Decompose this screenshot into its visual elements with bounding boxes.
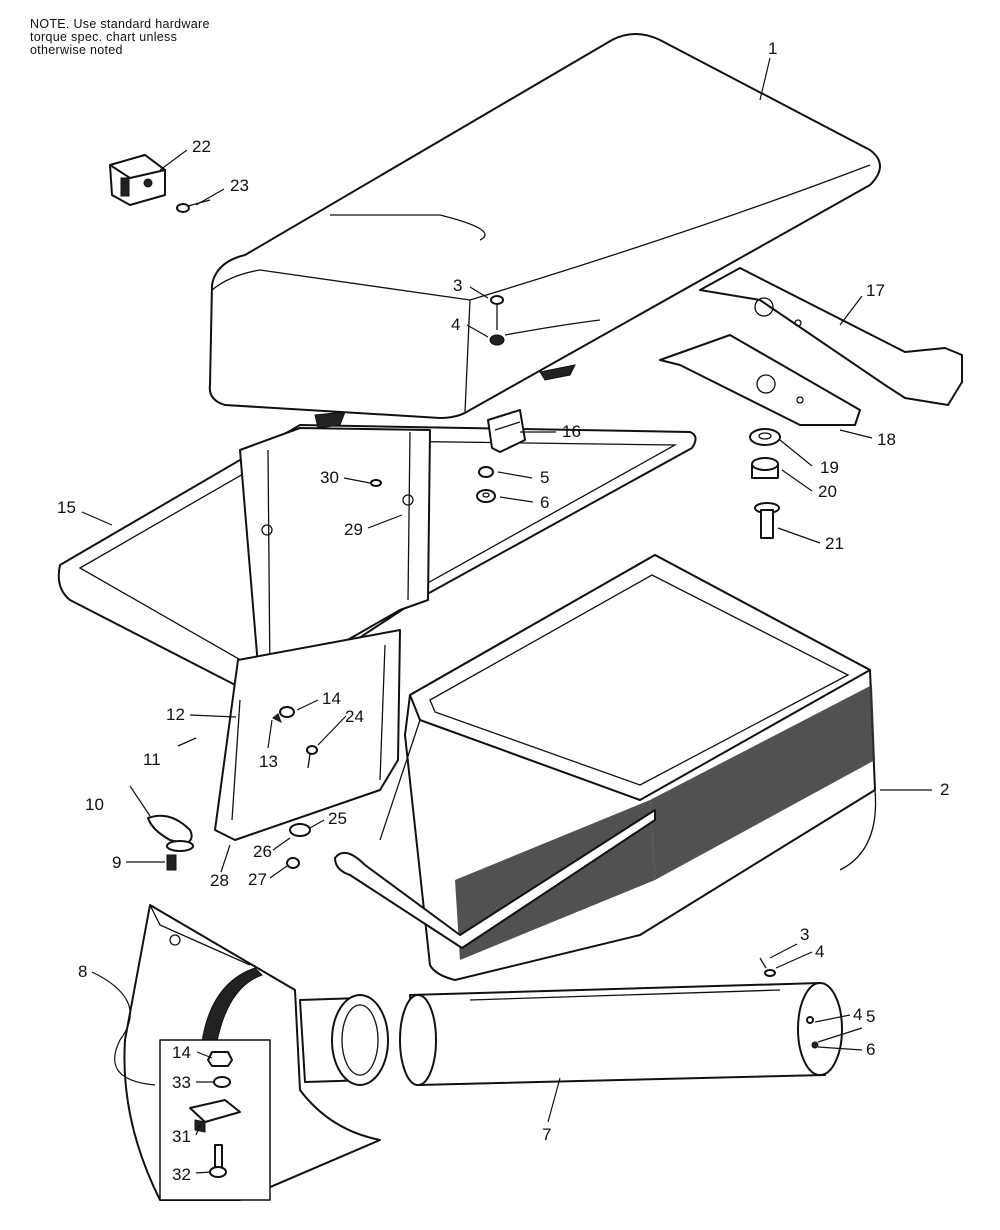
callout-5-lower: 5 bbox=[866, 1007, 875, 1026]
callout-20: 20 bbox=[818, 482, 837, 501]
callout-numbers: 1 22 23 3 4 17 16 18 19 30 5 20 6 15 29 … bbox=[57, 39, 949, 1184]
callout-28: 28 bbox=[210, 871, 229, 890]
bracket-part-18 bbox=[659, 334, 861, 426]
leader-lines bbox=[81, 57, 932, 1174]
callout-5: 5 bbox=[540, 468, 549, 487]
callout-16: 16 bbox=[562, 422, 581, 441]
washer-part-19 bbox=[749, 428, 781, 446]
bracket-part-17 bbox=[699, 267, 963, 406]
callout-13: 13 bbox=[259, 752, 278, 771]
torque-note: NOTE. Use standard hardware torque spec.… bbox=[30, 18, 210, 57]
callout-4-lower-a: 4 bbox=[815, 942, 824, 961]
fasteners-panel bbox=[177, 706, 318, 869]
tube-part-7 bbox=[399, 982, 843, 1086]
callout-12: 12 bbox=[166, 705, 185, 724]
note-line-1: NOTE. Use standard hardware bbox=[30, 17, 210, 31]
screw-part-23 bbox=[176, 199, 211, 213]
small-fasteners-tube bbox=[759, 957, 776, 977]
pin-part-30 bbox=[370, 479, 382, 487]
note-line-3: otherwise noted bbox=[30, 43, 123, 57]
nut-part-6-mid bbox=[476, 489, 496, 503]
callout-23: 23 bbox=[230, 176, 249, 195]
callout-25: 25 bbox=[328, 809, 347, 828]
callout-24: 24 bbox=[345, 707, 364, 726]
callout-1: 1 bbox=[768, 39, 777, 58]
bolt-part-21 bbox=[754, 502, 780, 539]
washer-part-4-top bbox=[489, 334, 505, 346]
wing-nut-part-10 bbox=[147, 814, 194, 852]
callout-7: 7 bbox=[542, 1125, 551, 1144]
block-part-22 bbox=[109, 154, 166, 206]
callout-30: 30 bbox=[320, 468, 339, 487]
callout-8: 8 bbox=[78, 962, 87, 981]
callout-11: 11 bbox=[143, 750, 161, 769]
callout-10: 10 bbox=[85, 795, 104, 814]
washer-part-5-mid bbox=[478, 466, 494, 478]
callout-9: 9 bbox=[112, 853, 121, 872]
callout-4-lower-b: 4 bbox=[853, 1005, 862, 1024]
clip-part-16 bbox=[487, 409, 526, 453]
callout-31: 31 bbox=[172, 1127, 191, 1146]
callout-19: 19 bbox=[820, 458, 839, 477]
callout-6-lower: 6 bbox=[866, 1040, 875, 1059]
callout-33: 33 bbox=[172, 1073, 191, 1092]
callout-2: 2 bbox=[940, 780, 949, 799]
side-panel-part-12 bbox=[214, 629, 401, 841]
callout-29: 29 bbox=[344, 520, 363, 539]
note-line-2: torque spec. chart unless bbox=[30, 30, 178, 44]
callout-3: 3 bbox=[453, 276, 462, 295]
inset-box bbox=[159, 1039, 271, 1201]
callout-27: 27 bbox=[248, 870, 267, 889]
callout-14-inset: 14 bbox=[172, 1043, 191, 1062]
callout-26: 26 bbox=[253, 842, 272, 861]
bushing-part-20 bbox=[751, 457, 779, 479]
callout-18: 18 bbox=[877, 430, 896, 449]
callout-3-lower: 3 bbox=[800, 925, 809, 944]
basket-part-2 bbox=[334, 554, 877, 981]
frame-part-15 bbox=[57, 424, 697, 695]
callout-14: 14 bbox=[322, 689, 341, 708]
hood-part-1 bbox=[208, 33, 881, 429]
callout-21: 21 bbox=[825, 534, 844, 553]
callout-22: 22 bbox=[192, 137, 211, 156]
screw-part-9 bbox=[166, 854, 177, 871]
callout-15: 15 bbox=[57, 498, 76, 517]
callout-17: 17 bbox=[866, 281, 885, 300]
callout-32: 32 bbox=[172, 1165, 191, 1184]
screw-part-3-top bbox=[490, 295, 504, 330]
collar-part bbox=[299, 994, 389, 1086]
callout-4: 4 bbox=[451, 315, 460, 334]
callout-6: 6 bbox=[540, 493, 549, 512]
